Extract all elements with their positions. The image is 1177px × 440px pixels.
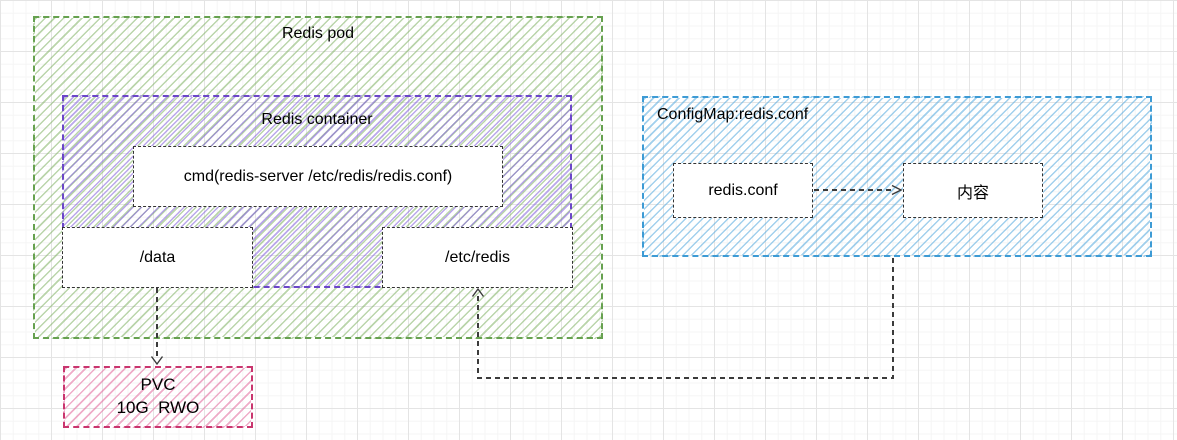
node-redis-container-label: Redis container	[261, 111, 373, 128]
node-etc-redis-volume-label: /etc/redis	[445, 248, 510, 266]
node-redis-conf-label: redis.conf	[708, 181, 778, 199]
node-content[interactable]: 内容	[903, 163, 1043, 218]
node-pvc-label-line1: PVC	[140, 375, 176, 395]
node-pvc[interactable]: PVC 10G RWO	[63, 366, 253, 428]
node-data-volume[interactable]: /data	[62, 227, 253, 288]
node-cmd[interactable]: cmd(redis-server /etc/redis/redis.conf)	[133, 146, 503, 207]
node-redis-pod-label: Redis pod	[281, 25, 355, 42]
node-content-label: 内容	[956, 184, 989, 202]
node-data-volume-label: /data	[139, 248, 176, 266]
node-etc-redis-volume[interactable]: /etc/redis	[382, 227, 573, 288]
node-redis-conf[interactable]: redis.conf	[673, 163, 813, 218]
node-cmd-label: cmd(redis-server /etc/redis/redis.conf)	[183, 167, 453, 185]
node-pvc-label-line2: 10G RWO	[116, 398, 200, 417]
node-configmap-label: ConfigMap:redis.conf	[657, 106, 809, 123]
